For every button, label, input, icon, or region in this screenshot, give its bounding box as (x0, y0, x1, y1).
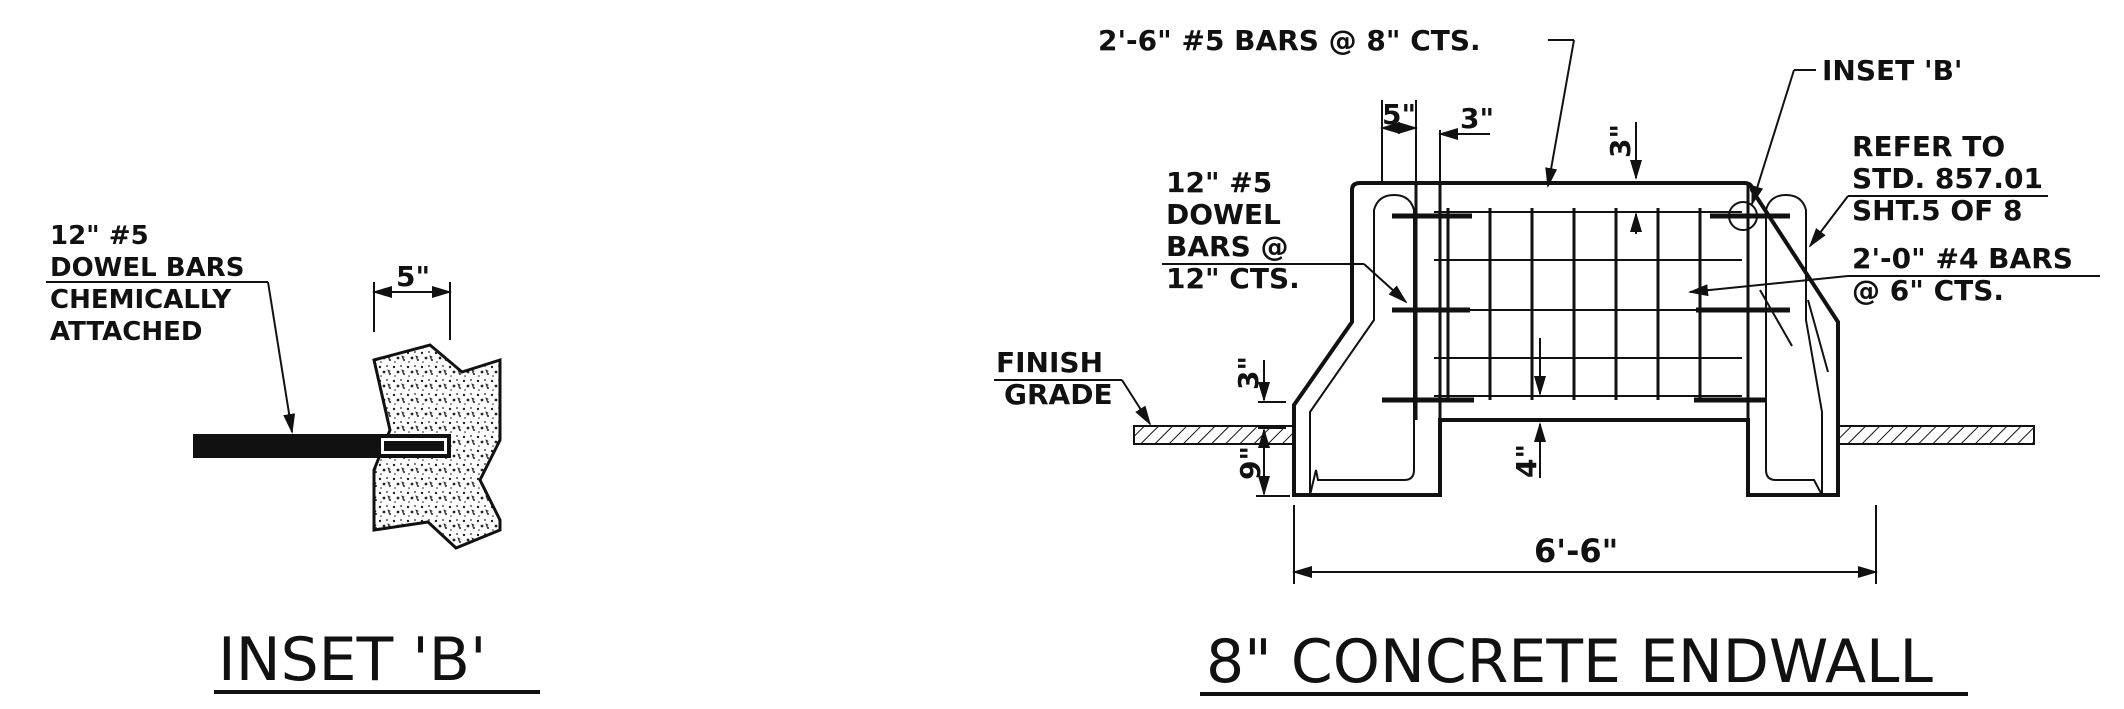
label-dowel-line-2: DOWEL (1166, 198, 1281, 231)
label-bars4-line-1: 2'-0" #4 BARS (1852, 242, 2073, 275)
endwall-section: 2'-6" #5 BARS @ 8" CTS. INSET 'B' REFER … (994, 24, 2100, 697)
endwall-outline (1292, 181, 1840, 497)
inset-dim-5: 5" (396, 260, 430, 293)
leader-inset-ref (1751, 69, 1795, 206)
leader-dowel (1363, 263, 1408, 304)
label-dowel-line-1: 12" #5 (1166, 166, 1272, 199)
rebar-grid (1434, 208, 1742, 400)
endwall-title: 8" CONCRETE ENDWALL (1206, 627, 1933, 697)
right-stirrup (1765, 193, 1823, 496)
label-finish-grade-line-2: GRADE (1004, 378, 1113, 411)
label-refer-line-2: STD. 857.01 (1852, 162, 2043, 195)
dim-overall: 6'-6" (1534, 532, 1618, 570)
inset-bar-label-line-2: DOWEL BARS (50, 253, 244, 283)
label-dowel-line-4: 12" CTS. (1166, 262, 1300, 295)
label-top-bars: 2'-6" #5 BARS @ 8" CTS. (1098, 24, 1481, 57)
dim-5-top: 5" (1382, 98, 1416, 131)
label-refer-line-1: REFER TO (1852, 130, 2005, 163)
label-dowel-line-3: BARS @ (1166, 230, 1289, 263)
label-refer-line-3: SHT.5 OF 8 (1852, 194, 2022, 227)
dim-4: 4" (1510, 444, 1543, 478)
dim-3-left: 3" (1232, 356, 1265, 390)
inset-bar-label-line-4: ATTACHED (50, 317, 202, 347)
inset-b-detail: 12" #5 DOWEL BARS CHEMICALLY ATTACHED 5"… (46, 221, 540, 695)
inset-bar-label-line-1: 12" #5 (50, 221, 149, 251)
inset-b-callout-circle (1728, 201, 1758, 231)
leader-bars4 (1688, 275, 1849, 297)
leader-finish-grade (1121, 379, 1152, 426)
dim-3-top: 3" (1460, 102, 1494, 135)
inset-leader-arrow (267, 281, 296, 434)
inset-bar-label-line-3: CHEMICALLY (50, 285, 232, 315)
inset-title: INSET 'B' (218, 625, 486, 695)
dim-9: 9" (1234, 446, 1267, 480)
label-inset-ref: INSET 'B' (1822, 54, 1962, 87)
label-bars4-line-2: @ 6" CTS. (1852, 274, 2004, 307)
label-finish-grade-line-1: FINISH (996, 346, 1103, 379)
left-stirrup (1309, 193, 1415, 496)
finish-grade-right (1837, 425, 2035, 445)
leader-refer (1808, 195, 1849, 248)
dim-3-vertical: 3" (1604, 124, 1637, 158)
leader-top-bars (1545, 39, 1575, 188)
